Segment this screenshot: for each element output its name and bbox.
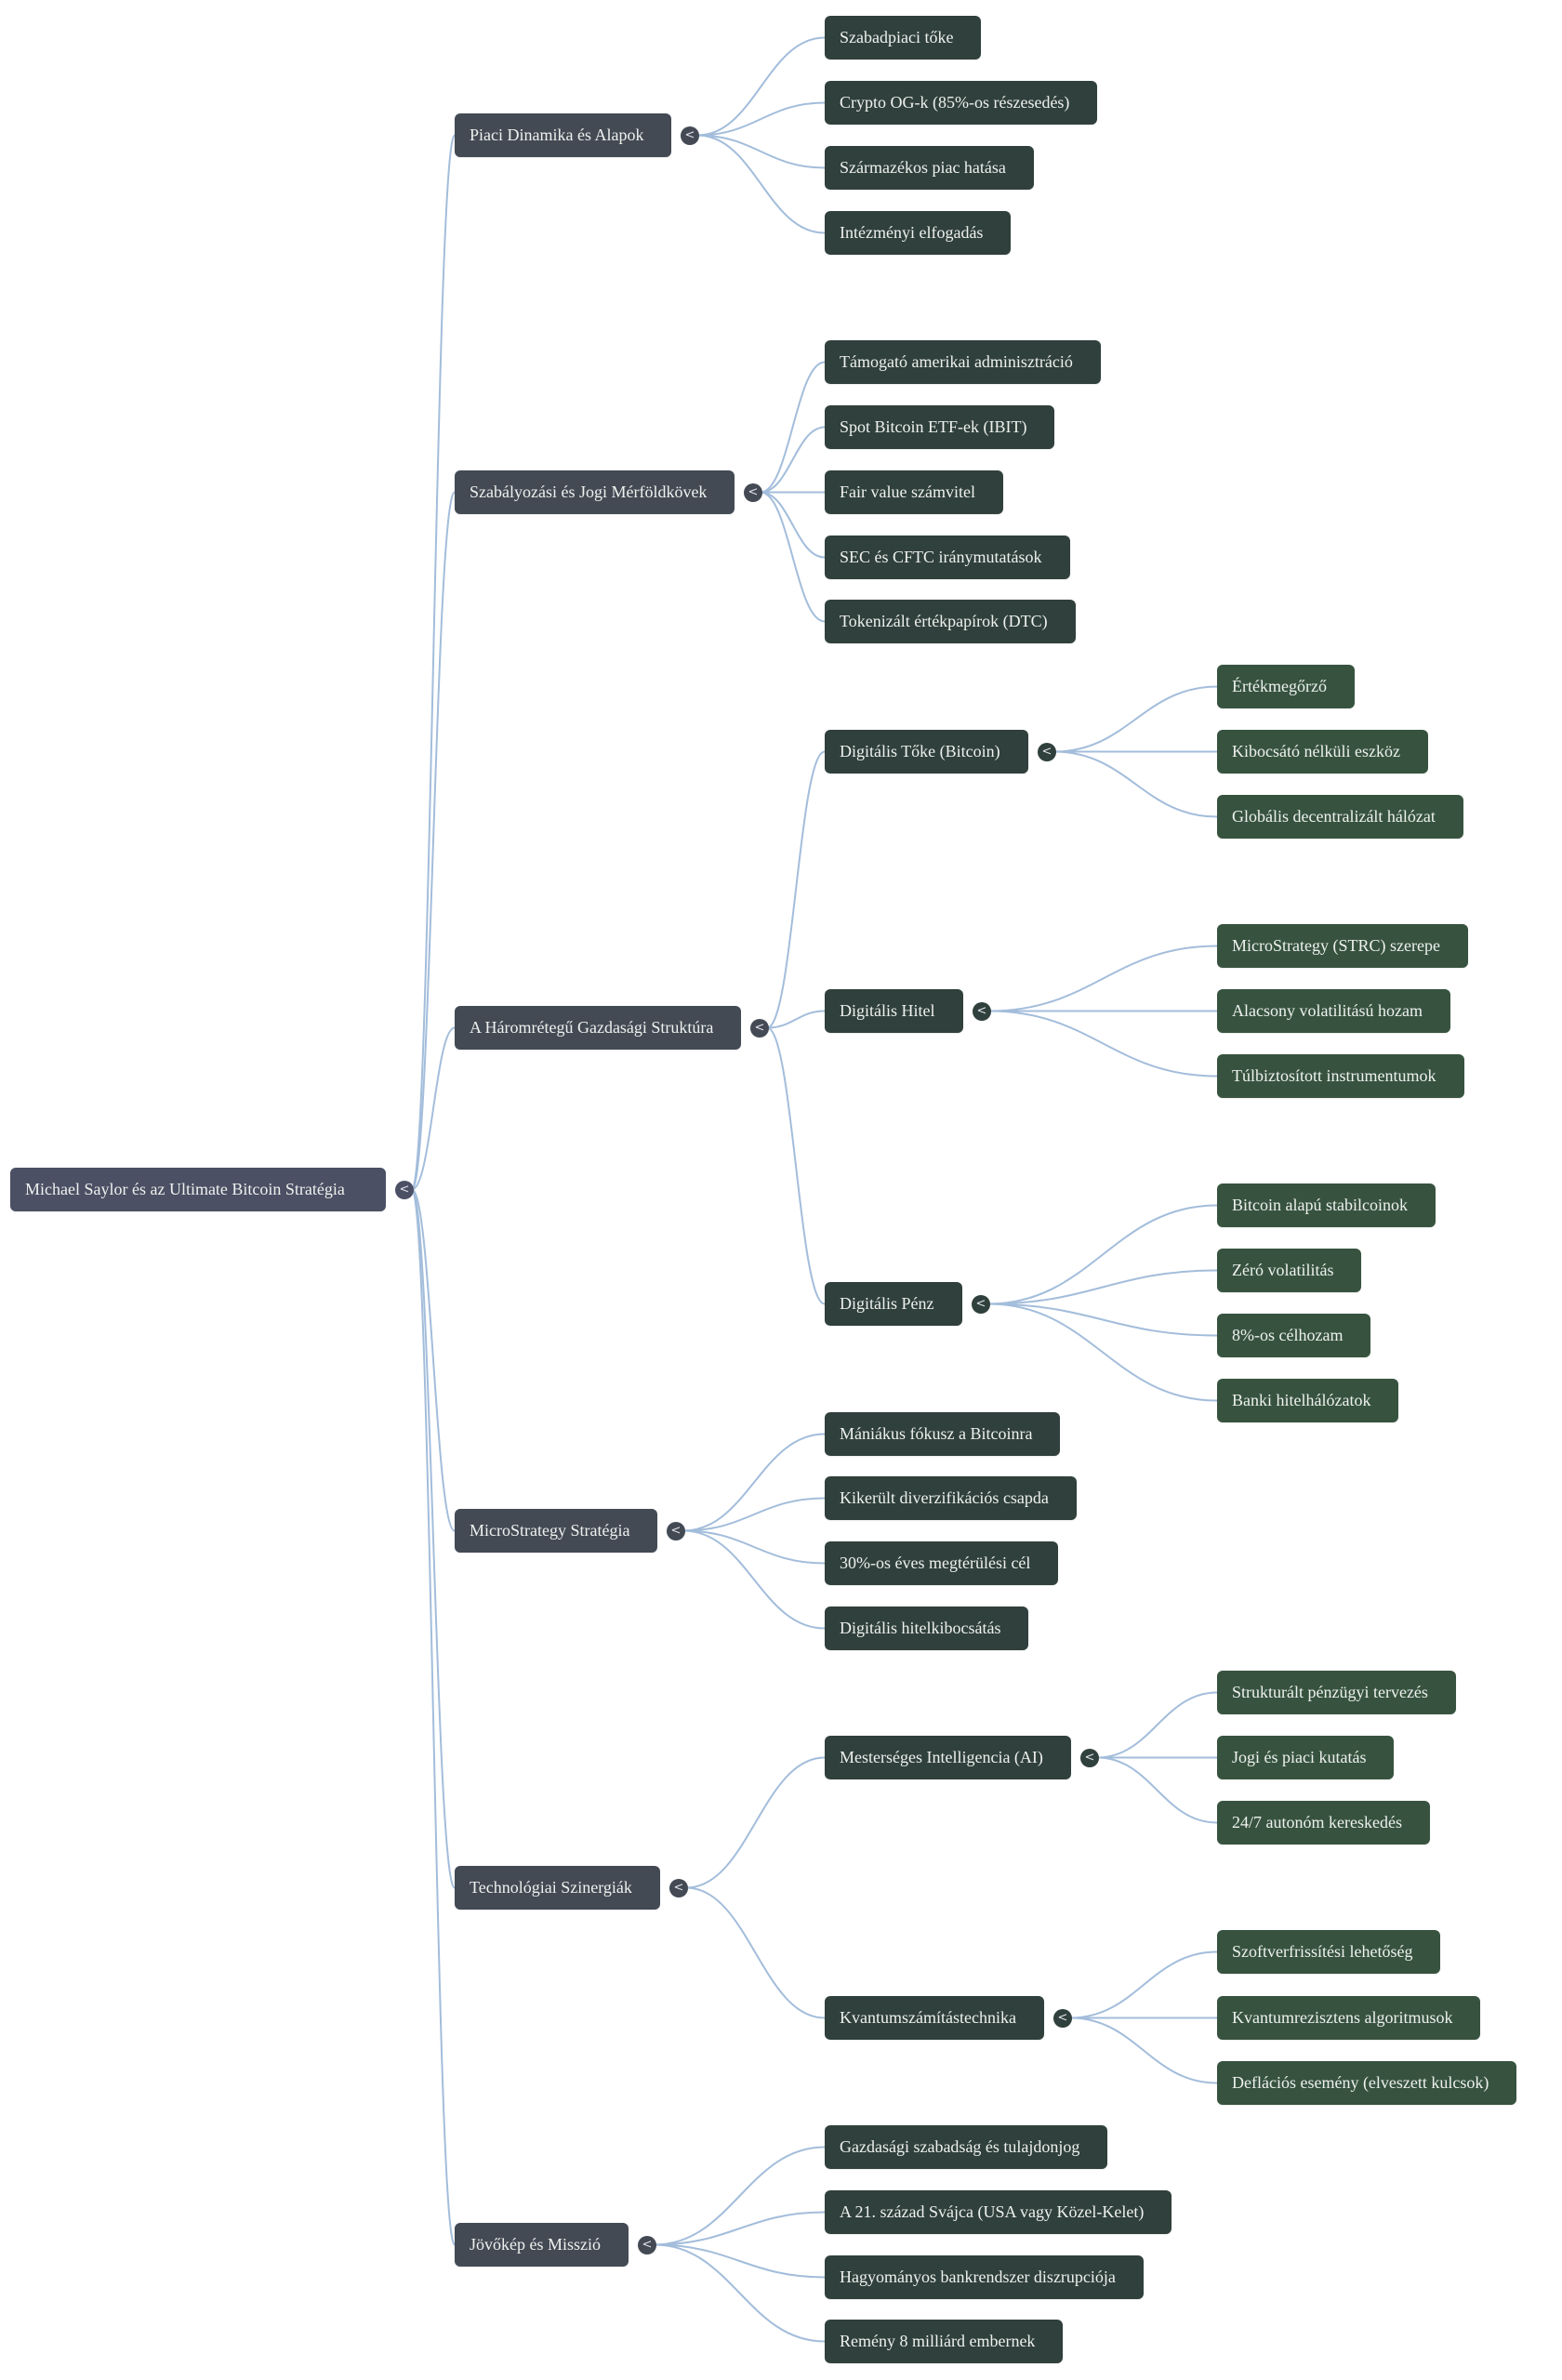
link-line (1069, 2016, 1218, 2084)
link-line (411, 1188, 456, 2246)
branch-node-technologiai-szinergiak[interactable]: Technológiai Szinergiák (455, 1866, 660, 1910)
collapse-toggle-icon[interactable]: < (750, 1018, 769, 1038)
link-line (696, 134, 826, 234)
collapse-toggle-icon[interactable]: < (1038, 742, 1056, 761)
link-line (685, 1886, 826, 2019)
leaf-node-remeny-8-milliard-embernek[interactable]: Remény 8 milliárd embernek (825, 2320, 1064, 2363)
link-line (760, 491, 826, 559)
link-line (654, 2146, 826, 2246)
leaf-node-30-os-eves-megterulesi-cel[interactable]: 30%-os éves megtérülési cél (825, 1541, 1059, 1585)
leaf-node-tulbiztositott-instrumentumok[interactable]: Túlbiztosított instrumentumok (1217, 1054, 1464, 1098)
branch-node-digitalis-hitel[interactable]: Digitális Hitel (825, 989, 963, 1033)
leaf-node-kvantumrezisztens-algoritmusok[interactable]: Kvantumrezisztens algoritmusok (1217, 1996, 1481, 2040)
leaf-node-globalis-decentralizalt-halozat[interactable]: Globális decentralizált hálózat (1217, 795, 1463, 839)
link-line (696, 134, 826, 169)
root-node[interactable]: Michael Saylor és az Ultimate Bitcoin St… (10, 1168, 386, 1211)
leaf-node-szoftverfrissitesi-lehetoseg[interactable]: Szoftverfrissítési lehetőség (1217, 1930, 1441, 1974)
leaf-node-kikerult-diverzifikacios-csapda[interactable]: Kikerült diverzifikációs csapda (825, 1476, 1077, 1520)
link-line (988, 1010, 1218, 1078)
leaf-node-alacsony-volatilitasu-hozam[interactable]: Alacsony volatilitású hozam (1217, 989, 1450, 1033)
leaf-node-maniakus-fokusz-a-bitcoinra[interactable]: Mániákus fókusz a Bitcoinra (825, 1412, 1061, 1456)
leaf-node-spot-bitcoin-etf-ek-ibit[interactable]: Spot Bitcoin ETF-ek (IBIT) (825, 405, 1055, 449)
leaf-node-kibocsato-nelkuli-eszkoz[interactable]: Kibocsátó nélküli eszköz (1217, 730, 1428, 774)
link-line (654, 2243, 826, 2279)
link-line (682, 1529, 826, 1630)
link-line (411, 1188, 456, 1889)
collapse-toggle-icon[interactable]: < (973, 1001, 991, 1021)
link-line (654, 2211, 826, 2246)
link-line (411, 134, 456, 1191)
link-line (987, 1302, 1218, 1402)
link-line (766, 1010, 826, 1029)
link-line (987, 1269, 1218, 1305)
link-line (1053, 750, 1218, 818)
link-line (654, 2243, 826, 2343)
link-line (682, 1497, 826, 1532)
leaf-node-tokenizalt-ertekpapirok-dtc[interactable]: Tokenizált értékpapírok (DTC) (825, 600, 1076, 643)
collapse-toggle-icon[interactable]: < (972, 1294, 990, 1314)
link-line (411, 491, 456, 1191)
branch-node-kvantumszamitastechnika[interactable]: Kvantumszámítástechnika (825, 1996, 1044, 2040)
leaf-node-intezmenyi-elfogadas[interactable]: Intézményi elfogadás (825, 211, 1012, 255)
leaf-node-a-21-szazad-svajca-usa-vagy-kozel-kelet[interactable]: A 21. század Svájca (USA vagy Közel-Kele… (825, 2190, 1172, 2234)
collapse-toggle-icon[interactable]: < (395, 1180, 414, 1199)
leaf-node-24-7-autonom-kereskedes[interactable]: 24/7 autonóm kereskedés (1217, 1801, 1430, 1844)
leaf-node-strukturalt-penzugyi-tervezes[interactable]: Strukturált pénzügyi tervezés (1217, 1671, 1456, 1714)
link-line (766, 1026, 826, 1305)
link-line (685, 1756, 826, 1889)
collapse-toggle-icon[interactable]: < (667, 1521, 685, 1540)
link-line (760, 426, 826, 494)
leaf-node-microstrategy-strc-szerepe[interactable]: MicroStrategy (STRC) szerepe (1217, 924, 1468, 968)
leaf-node-bitcoin-alapu-stabilcoinok[interactable]: Bitcoin alapú stabilcoinok (1217, 1183, 1436, 1227)
leaf-node-deflacios-esemeny-elveszett-kulcsok[interactable]: Deflációs esemény (elveszett kulcsok) (1217, 2061, 1517, 2105)
branch-node-a-haromretegu-gazdasagi-struktura[interactable]: A Háromrétegű Gazdasági Struktúra (455, 1006, 742, 1050)
leaf-node-zero-volatilitas[interactable]: Zéró volatilitás (1217, 1249, 1362, 1292)
branch-node-jovokep-es-misszio[interactable]: Jövőkép és Misszió (455, 2223, 629, 2267)
link-line (411, 1188, 456, 1532)
branch-node-mesterseges-intelligencia-ai[interactable]: Mesterséges Intelligencia (AI) (825, 1736, 1071, 1779)
leaf-node-szarmazekos-piac-hatasa[interactable]: Származékos piac hatása (825, 146, 1034, 190)
link-line (411, 1026, 456, 1191)
branch-node-digitalis-toke-bitcoin[interactable]: Digitális Tőke (Bitcoin) (825, 730, 1028, 774)
leaf-node-ertekmegorzo[interactable]: Értékmegőrző (1217, 665, 1355, 708)
link-line (682, 1529, 826, 1565)
link-line (1069, 1950, 1218, 2019)
link-line (1053, 685, 1218, 753)
leaf-node-banki-hitelhalozatok[interactable]: Banki hitelhálózatok (1217, 1379, 1399, 1422)
collapse-toggle-icon[interactable]: < (744, 483, 762, 502)
link-line (696, 101, 826, 137)
link-line (760, 491, 826, 623)
link-line (988, 945, 1218, 1012)
link-line (682, 1433, 826, 1532)
leaf-node-gazdasagi-szabadsag-es-tulajdonjog[interactable]: Gazdasági szabadság és tulajdonjog (825, 2125, 1108, 2169)
leaf-node-jogi-es-piaci-kutatas[interactable]: Jogi és piaci kutatás (1217, 1736, 1395, 1779)
link-line (766, 750, 826, 1029)
leaf-node-fair-value-szamvitel[interactable]: Fair value számvitel (825, 470, 1003, 514)
link-line (696, 36, 826, 137)
leaf-node-sec-es-cftc-iranymutatasok[interactable]: SEC és CFTC iránymutatások (825, 536, 1070, 579)
link-line (987, 1204, 1218, 1305)
link-line (1096, 1691, 1218, 1759)
collapse-toggle-icon[interactable]: < (681, 126, 699, 145)
leaf-node-hagyomanyos-bankrendszer-diszrupcioja[interactable]: Hagyományos bankrendszer diszrupciója (825, 2255, 1144, 2299)
branch-node-digitalis-penz[interactable]: Digitális Pénz (825, 1282, 962, 1326)
leaf-node-szabadpiaci-toke[interactable]: Szabadpiaci tőke (825, 16, 982, 60)
branch-node-szabalyozasi-es-jogi-merfoldkovek[interactable]: Szabályozási és Jogi Mérföldkövek (455, 470, 735, 514)
link-line (987, 1302, 1218, 1337)
collapse-toggle-icon[interactable]: < (1053, 2008, 1072, 2028)
leaf-node-crypto-og-k-85-os-reszesedes[interactable]: Crypto OG-k (85%-os részesedés) (825, 81, 1098, 125)
link-line (760, 361, 826, 494)
branch-node-piaci-dinamika-es-alapok[interactable]: Piaci Dinamika és Alapok (455, 113, 672, 157)
collapse-toggle-icon[interactable]: < (669, 1878, 688, 1897)
leaf-node-digitalis-hitelkibocsatas[interactable]: Digitális hitelkibocsátás (825, 1606, 1029, 1650)
link-line (1096, 1756, 1218, 1824)
branch-node-microstrategy-strategia[interactable]: MicroStrategy Stratégia (455, 1509, 658, 1553)
leaf-node-tamogato-amerikai-adminisztracio[interactable]: Támogató amerikai adminisztráció (825, 340, 1101, 384)
leaf-node-8-os-celhozam[interactable]: 8%-os célhozam (1217, 1314, 1371, 1357)
collapse-toggle-icon[interactable]: < (638, 2235, 656, 2254)
collapse-toggle-icon[interactable]: < (1080, 1748, 1099, 1767)
